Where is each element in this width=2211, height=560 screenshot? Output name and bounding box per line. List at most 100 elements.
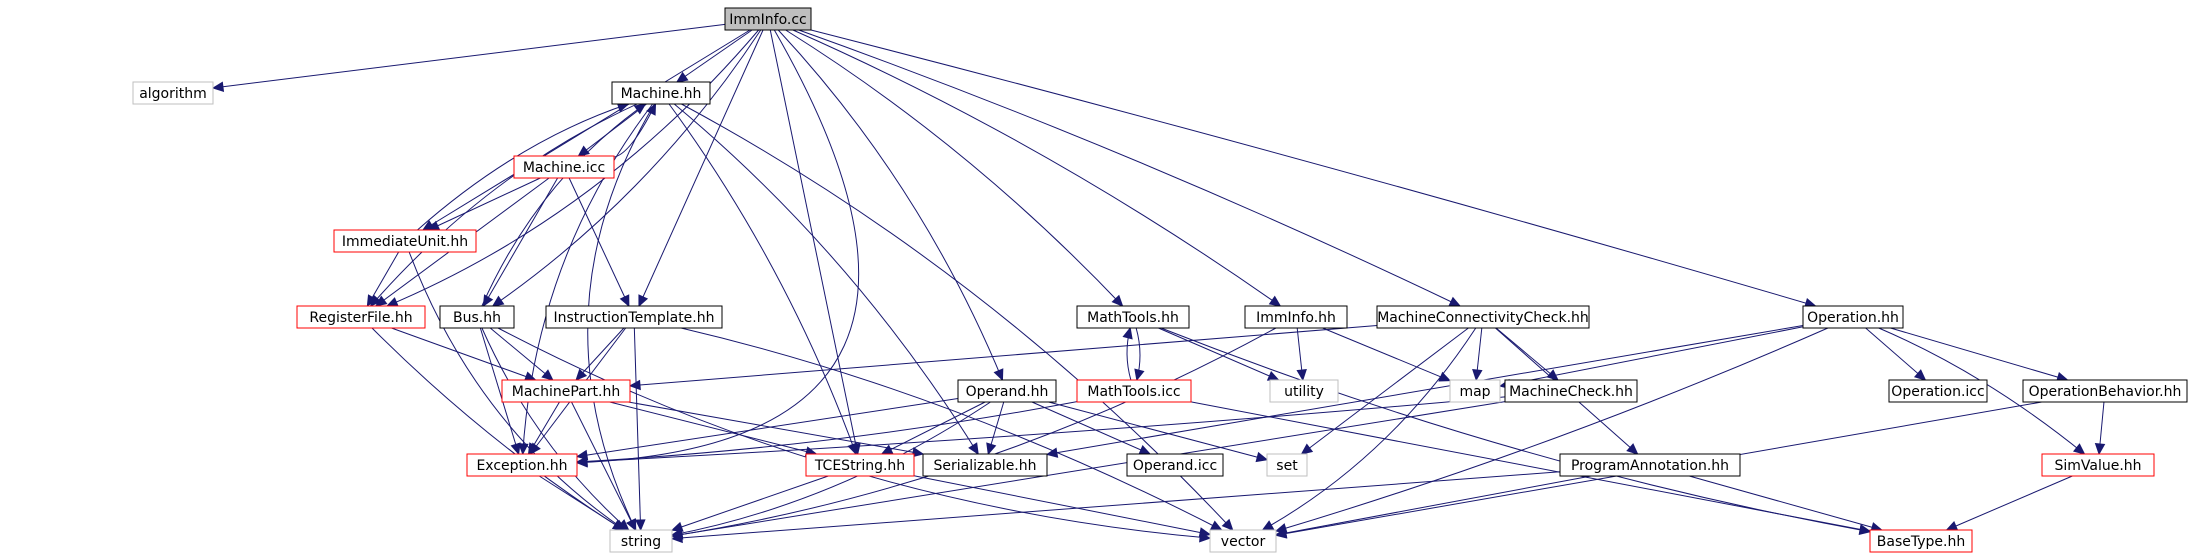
node-operation-hh[interactable]: Operation.hh [1802, 305, 1904, 329]
edge-immediateunit_hh-to-registerfile_hh [366, 251, 400, 308]
edge-machine_hh-to-exception_hh [518, 103, 654, 456]
edge-machinepart_hh-to-exception_hh [527, 401, 560, 456]
node-set: set [1266, 453, 1308, 477]
edge-mathtools_hh-to-mathtools_icc [1134, 327, 1145, 382]
node-label: BaseType.hh [1877, 534, 1965, 550]
node-label: Exception.hh [476, 458, 567, 474]
node-basetype-hh[interactable]: BaseType.hh [1869, 529, 1973, 553]
node-label: map [1459, 384, 1490, 400]
node-label: SimValue.hh [2054, 458, 2141, 474]
edge-machineconnectivitycheck_hh-to-map [1472, 327, 1483, 382]
edge-imminfo_hh-to-utility [1296, 327, 1307, 382]
edge-operation_hh-to-operationbehavior_hh [1890, 327, 2069, 383]
edge-imminfo_hh-to-string [670, 327, 1277, 540]
edge-mathtools_hh-to-basetype_hh [1160, 327, 1872, 536]
node-immediateunit-hh[interactable]: ImmediateUnit.hh [333, 229, 477, 253]
edge-bus_hh-to-machinepart_hh [489, 327, 554, 381]
edge-machineconnectivitycheck_hh-to-set [1300, 327, 1469, 455]
edge-mathtools_icc-to-basetype_hh [1190, 401, 1872, 535]
node-serializable-hh[interactable]: Serializable.hh [922, 453, 1048, 477]
node-operation-icc[interactable]: Operation.icc [1888, 379, 1988, 403]
node-label: ImmInfo.cc [729, 12, 807, 28]
edge-machine_hh-to-serializable_hh [673, 103, 979, 456]
node-label: algorithm [139, 86, 207, 102]
node-mathtools-hh[interactable]: MathTools.hh [1076, 305, 1190, 329]
edge-instructiontemplate_hh-to-vector [680, 327, 1223, 531]
node-machinecheck-hh[interactable]: MachineCheck.hh [1504, 379, 1638, 403]
edge-operation_hh-to-vector [1274, 327, 1829, 534]
node-label: RegisterFile.hh [309, 310, 412, 326]
node-exception-hh[interactable]: Exception.hh [466, 453, 578, 477]
node-label: Operand.icc [1133, 458, 1217, 474]
node-tcestring-hh[interactable]: TCEString.hh [805, 453, 915, 477]
edge-bus_hh-to-string [481, 327, 630, 531]
edge-operation_hh-to-serializable_hh [1045, 325, 1804, 458]
node-machine-icc[interactable]: Machine.icc [513, 155, 615, 179]
edge-operand_hh-to-serializable_hh [986, 401, 1005, 456]
node-label: ProgramAnnotation.hh [1571, 458, 1729, 474]
node-label: InstructionTemplate.hh [553, 310, 714, 326]
edge-imminfo_cc-to-bus_hh [491, 29, 762, 307]
edge-machine_hh-to-registerfile_hh [369, 103, 638, 307]
node-utility: utility [1269, 379, 1339, 403]
edge-machine_icc-to-machine_hh [613, 102, 657, 158]
edge-operand_hh-to-operand_icc [1031, 401, 1152, 455]
node-programannotation-hh[interactable]: ProgramAnnotation.hh [1559, 453, 1741, 477]
node-label: Machine.hh [621, 86, 702, 102]
node-label: ImmediateUnit.hh [342, 234, 468, 250]
node-label: set [1276, 458, 1298, 474]
edge-imminfo_cc-to-operand_hh [777, 29, 1004, 382]
edge-instructiontemplate_hh-to-machinepart_hh [575, 327, 625, 381]
node-label: Machine.icc [523, 160, 605, 176]
node-instructiontemplate-hh[interactable]: InstructionTemplate.hh [545, 305, 723, 329]
node-operand-hh[interactable]: Operand.hh [957, 379, 1057, 403]
node-label: utility [1284, 384, 1324, 400]
node-machinepart-hh[interactable]: MachinePart.hh [501, 379, 631, 403]
file-nodes: ImmInfo.cc algorithm Machine.hh Machine.… [132, 7, 2188, 553]
node-operand-icc[interactable]: Operand.icc [1126, 453, 1224, 477]
edge-imminfo_cc-to-instructiontemplate_hh [638, 29, 764, 308]
node-label: Operand.hh [966, 384, 1049, 400]
node-machine-hh[interactable]: Machine.hh [611, 81, 711, 105]
edge-programannotation_hh-to-vector [1274, 475, 1592, 539]
node-imminfo-hh[interactable]: ImmInfo.hh [1244, 305, 1348, 329]
edge-imminfo_cc-to-operation_hh [810, 29, 1817, 309]
edge-machinepart_hh-to-tcestring_hh [609, 401, 818, 457]
node-label: MachineConnectivityCheck.hh [1377, 310, 1589, 326]
node-bus-hh[interactable]: Bus.hh [439, 305, 515, 329]
node-label: Operation.hh [1807, 310, 1899, 326]
edge-simvalue_hh-to-basetype_hh [1945, 475, 2073, 531]
edge-operand_hh-to-tcestring_hh [880, 401, 986, 455]
node-label: TCEString.hh [814, 458, 905, 474]
node-operationbehavior-hh[interactable]: OperationBehavior.hh [2022, 379, 2188, 403]
node-label: Operation.icc [1891, 384, 1984, 400]
edge-imminfo_cc-to-algorithm [211, 23, 726, 92]
node-label: Serializable.hh [933, 458, 1036, 474]
node-registerfile-hh[interactable]: RegisterFile.hh [296, 305, 426, 329]
node-label: vector [1221, 534, 1266, 550]
node-label: Bus.hh [453, 310, 501, 326]
node-vector: vector [1209, 529, 1277, 553]
node-label: MathTools.icc [1087, 384, 1180, 400]
edge-imminfo_cc-to-imminfo_hh [792, 29, 1282, 307]
edge-programannotation_hh-to-string [670, 471, 1561, 544]
edge-bus_hh-to-machine_hh [481, 103, 647, 307]
edge-instructiontemplate_hh-to-string [633, 327, 646, 532]
node-label: MathTools.hh [1087, 310, 1179, 326]
edge-machinecheck_hh-to-exception_hh [575, 396, 1506, 467]
node-mathtools-icc[interactable]: MathTools.icc [1076, 379, 1192, 403]
edge-imminfo_cc-to-machine_hh [675, 29, 753, 83]
edge-machineconnectivitycheck_hh-to-machinepart_hh [628, 325, 1378, 391]
node-string: string [609, 529, 673, 553]
node-label: MachinePart.hh [512, 384, 620, 400]
node-algorithm: algorithm [132, 81, 214, 105]
edge-registerfile_hh-to-string [371, 327, 625, 531]
node-imminfo-cc: ImmInfo.cc [724, 7, 812, 31]
node-machineconnectivitycheck-hh[interactable]: MachineConnectivityCheck.hh [1376, 305, 1590, 329]
dependency-edges [211, 23, 2106, 544]
edge-machine_icc-to-instructiontemplate_hh [568, 177, 630, 308]
edge-machine_icc-to-immediateunit_hh [427, 177, 541, 231]
node-simvalue-hh[interactable]: SimValue.hh [2041, 453, 2155, 477]
edge-operation_hh-to-operation_icc [1865, 327, 1927, 381]
